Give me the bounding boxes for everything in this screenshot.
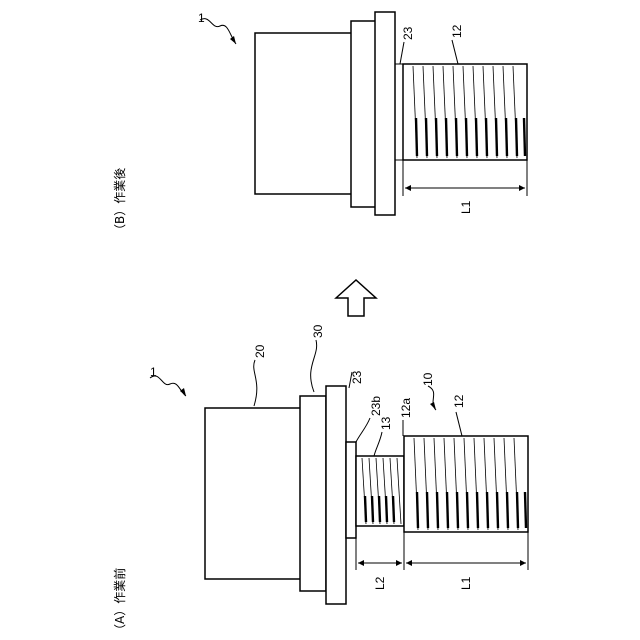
panel-after: 1 23 12 L1 （B）作業後 [113, 11, 527, 236]
label-assembly: 1 [150, 365, 157, 379]
up-arrow-icon [336, 280, 376, 316]
face-plate [326, 386, 346, 604]
caption-after: （B）作業後 [113, 168, 127, 236]
label-housing: 20 [253, 344, 267, 358]
label-thread: 12 [452, 394, 466, 408]
label-face: 23 [350, 370, 364, 384]
label-dim-L2: L2 [373, 576, 387, 590]
label-face-step: 23b [369, 396, 383, 416]
housing-block [205, 408, 302, 579]
flange-plate-after [351, 21, 377, 207]
dimension-lines-before [356, 532, 528, 570]
label-thread-end: 12a [399, 398, 413, 418]
label-face-after: 23 [401, 26, 415, 40]
label-flange: 30 [311, 324, 325, 338]
flange-plate [300, 396, 326, 591]
dimension-lines-after [403, 160, 527, 196]
label-assembly-after: 1 [198, 11, 205, 25]
label-dim-L1: L1 [459, 576, 473, 590]
face-plate-after [375, 12, 395, 215]
label-neck: 13 [379, 416, 393, 430]
caption-before: （A）作業前 [112, 568, 127, 636]
label-bolt: 10 [421, 372, 435, 386]
label-thread-after: 12 [450, 24, 464, 38]
housing-block-after [255, 33, 353, 194]
panel-before: 1 20 30 23 23b 13 12a 10 12 L2 L1 （A）作業前 [112, 324, 528, 636]
face-step [346, 442, 356, 538]
label-dim-L1-after: L1 [459, 200, 473, 214]
